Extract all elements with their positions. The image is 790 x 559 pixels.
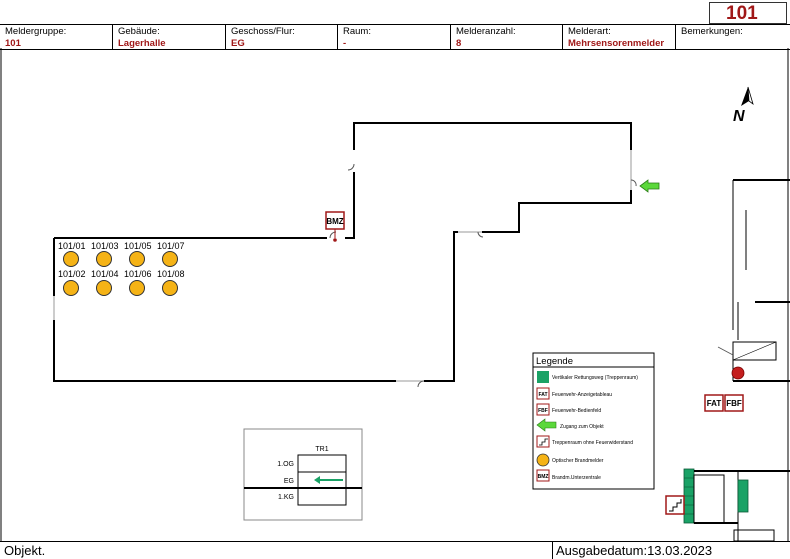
footer-object: Objekt. [4,543,46,558]
fat-label: FAT [707,399,722,408]
bmz-label: BMZ [326,217,343,226]
header-label: Melderanzahl: [456,26,516,37]
header-cell-count: Melderanzahl: 8 [451,25,563,49]
legend-title: Legende [536,356,573,367]
header-label: Meldergruppe: [5,26,67,37]
header-label: Geschoss/Flur: [231,26,295,37]
north-label: N [733,108,745,125]
floor-arrow-icon [314,476,320,484]
floor-level: EG [284,478,294,485]
detector-label: 101/07 [157,241,185,251]
detector-group: 101/01 101/02 101/03 101/04 101/05 101/0… [58,241,185,296]
header-value: Lagerhalle [118,38,166,49]
legend-item: Zugang zum Objekt [560,424,604,430]
detector-icon [129,251,145,267]
header-label: Melderart: [568,26,611,37]
detector-label: 101/06 [124,269,152,279]
legend-item: Vertikaler Rettungsweg (Treppenraum) [552,375,638,381]
legend-fat-icon [536,387,550,400]
legend-arrow-icon [536,418,557,432]
fire-alarm-point-icon [731,366,745,380]
floor-overview: TR1 1.OG EG 1.KG [243,428,363,521]
header-cell-group: Meldergruppe: 101 [0,25,113,49]
footer-date: Ausgabedatum:13.03.2023 [556,543,713,558]
header-label: Gebäude: [118,26,160,37]
legend-item: Feuerwehr-Bedienfeld [552,408,601,414]
header-cell-remarks: Bemerkungen: [676,25,790,49]
detector-icon [129,280,145,296]
fbf-icon [724,394,744,412]
header-value: - [343,38,347,49]
footer: Objekt. Ausgabedatum:13.03.2023 [0,541,790,559]
legend-item: Optischer Brandmelder [552,458,604,464]
header-cell-building: Gebäude: Lagerhalle [113,25,226,49]
floor-level: 1.OG [277,461,294,468]
fat-icon [704,394,724,412]
legend-item: Treppenraum ohne Feuerwiderstand [552,440,633,446]
header-table: Meldergruppe: 101 Gebäude: Lagerhalle Ge… [0,24,790,50]
legend-fbf-label: FBF [538,408,548,414]
legend-bmz-label: BMZ [538,474,549,480]
legend-fbf-icon [536,403,550,416]
detector-icon [162,251,178,267]
header-cell-type: Melderart: Mehrsensorenmelder [563,25,676,49]
detector-icon [63,280,79,296]
header-value: Mehrsensorenmelder [568,38,665,49]
legend: Legende Vertikaler Rettungsweg (Treppenr… [532,352,655,490]
legend-fat-label: FAT [538,392,547,398]
header-cell-floor: Geschoss/Flur: EG [226,25,338,49]
legend-escape-icon [537,371,549,383]
detector-label: 101/01 [58,241,86,251]
detector-label: 101/02 [58,269,86,279]
detector-label: 101/04 [91,269,119,279]
detector-icon [96,280,112,296]
detector-icon [63,251,79,267]
header-value: 101 [5,38,21,49]
legend-bmz-icon [536,469,550,482]
floor-level: 1.KG [278,494,294,501]
detector-label: 101/03 [91,241,119,251]
header-cell-room: Raum: - [338,25,451,49]
detector-label: 101/08 [157,269,185,279]
north-arrow-icon [741,87,749,106]
legend-item: Brandm.Unterzentrale [552,475,601,481]
detector-icon [162,280,178,296]
header-label: Raum: [343,26,371,37]
group-number-box: 101 [709,2,787,24]
legend-detector-icon [536,453,550,467]
header-label: Bemerkungen: [681,26,743,37]
stair-title: TR1 [315,446,328,453]
legend-item: Feuerwehr-Anzeigetableau [552,392,612,398]
header-value: 8 [456,38,462,49]
staircase-icon [665,495,685,515]
header-value: EG [231,38,245,49]
legend-staircase-icon [536,435,550,448]
detector-label: 101/05 [124,241,152,251]
fbf-label: FBF [726,399,742,408]
detector-icon [96,251,112,267]
access-arrow-icon [639,179,660,193]
